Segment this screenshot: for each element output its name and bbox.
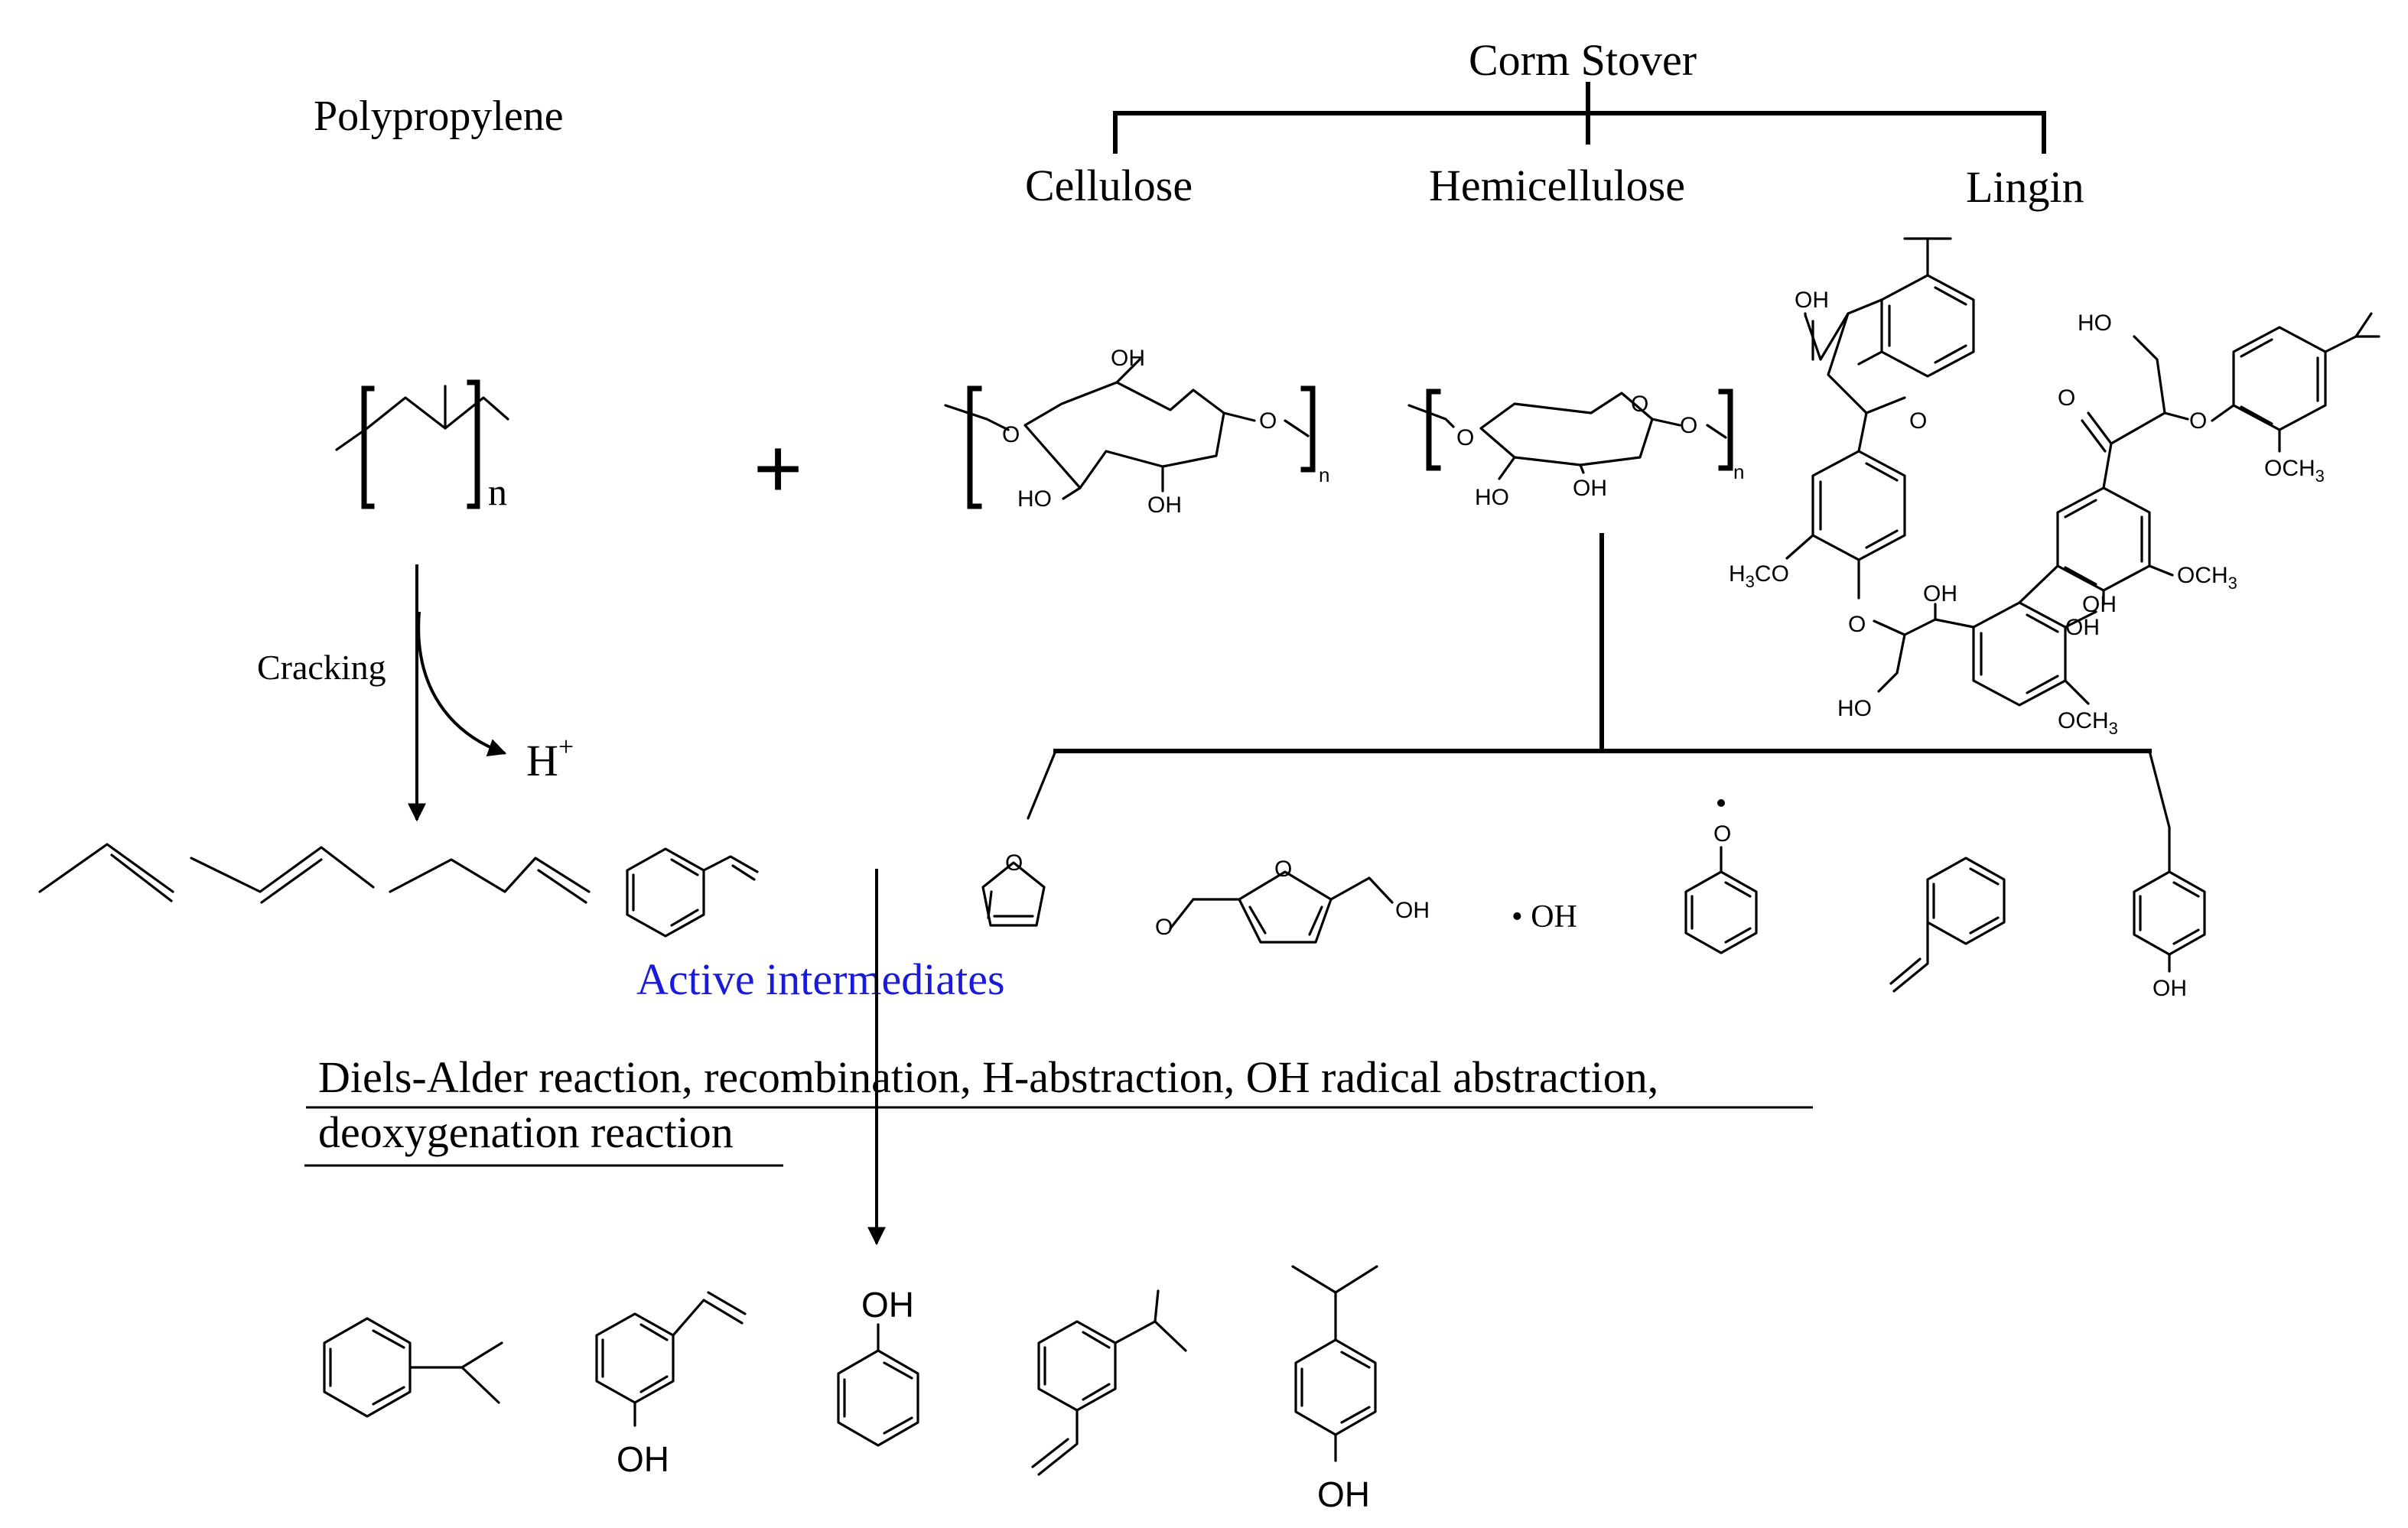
atom-oh: OH xyxy=(861,1285,914,1325)
reactions-text-line1: Diels-Alder reaction, recombination, H-a… xyxy=(318,1052,1658,1102)
furan-molecule: O xyxy=(981,850,1046,927)
atom-o: O xyxy=(1680,413,1697,438)
atom-och3: OCH3 xyxy=(2264,456,2325,486)
intermediate-branch xyxy=(1027,533,2171,829)
cumene-product xyxy=(323,1317,503,1418)
atom-oh: OH xyxy=(2082,592,2117,617)
polypropylene-label: Polypropylene xyxy=(314,93,564,140)
atom-oh: OH xyxy=(1147,493,1182,518)
4-isopropylphenol-product: OH xyxy=(1291,1265,1378,1514)
atom-oh: OH xyxy=(1395,898,1430,923)
atom-h3co: H3CO xyxy=(1729,561,1789,591)
propene-molecule xyxy=(38,843,174,902)
3-isopropylstyrene-product xyxy=(1031,1289,1187,1476)
cellulose-structure: O OH HO OH O n xyxy=(944,346,1329,518)
oh-radical-label: • OH xyxy=(1512,899,1577,935)
atom-ho: HO xyxy=(2078,310,2112,336)
hmf-molecule: O O OH xyxy=(1155,857,1430,944)
corn-stover-label: Corm Stover xyxy=(1469,35,1697,85)
atom-o: O xyxy=(2058,385,2075,411)
atom-o: O xyxy=(1155,915,1173,940)
repeat-unit-n: n xyxy=(488,470,507,513)
atom-och3: OCH3 xyxy=(2058,708,2118,738)
styrene-molecule xyxy=(626,847,759,938)
atom-oh: OH xyxy=(1111,346,1145,371)
atom-ho: HO xyxy=(1017,486,1052,512)
plus-sign: + xyxy=(753,421,802,515)
atom-oh: OH xyxy=(1795,288,1829,313)
atom-o: O xyxy=(1259,408,1277,434)
atom-o: O xyxy=(1909,408,1927,434)
3-vinylphenol-product: OH xyxy=(595,1291,747,1479)
vinylphenol-intermediate-molecule: OH xyxy=(2133,826,2206,1001)
atom-ho: HO xyxy=(1475,485,1509,510)
pentene-molecule xyxy=(389,857,591,904)
styrene-intermediate-molecule xyxy=(1889,857,2006,993)
cracking-arrow xyxy=(408,564,507,822)
reactions-text-line2: deoxygenation reaction xyxy=(318,1107,734,1157)
repeat-n: n xyxy=(1319,463,1329,486)
atom-oh: OH xyxy=(1573,476,1607,501)
atom-oh: OH xyxy=(2153,976,2187,1001)
cracking-label: Cracking xyxy=(257,648,386,687)
atom-oh: OH xyxy=(617,1439,669,1479)
atom-ho: HO xyxy=(1837,696,1872,721)
phenoxy-radical-molecule: O xyxy=(1684,799,1758,954)
repeat-n: n xyxy=(1733,460,1744,483)
hemicellulose-structure: O HO OH O O n xyxy=(1407,389,1744,510)
atom-o: O xyxy=(1456,425,1474,450)
atom-o: O xyxy=(1848,612,1866,637)
atom-o: O xyxy=(1274,857,1292,882)
atom-o: O xyxy=(1005,850,1023,876)
phenol-product: OH xyxy=(837,1285,919,1447)
atom-o: O xyxy=(2189,408,2207,434)
polypropylene-structure: n xyxy=(335,379,509,513)
atom-oh: OH xyxy=(1317,1474,1370,1514)
lignin-structure: O OH H3CO O OH HO OH OCH3 OH OCH3 xyxy=(1729,237,2380,738)
atom-oh: OH xyxy=(1923,581,1957,606)
proton-label: H+ xyxy=(526,731,574,785)
atom-och3: OCH3 xyxy=(2177,563,2237,593)
atom-oh: OH xyxy=(2065,615,2100,640)
atom-o: O xyxy=(1631,392,1648,417)
atom-o: O xyxy=(1713,821,1731,847)
hemicellulose-label: Hemicellulose xyxy=(1429,161,1685,210)
active-intermediates-label: Active intermediates xyxy=(636,954,1005,1004)
butene-molecule xyxy=(190,846,375,904)
atom-o: O xyxy=(1002,422,1020,447)
lignin-label: Lingin xyxy=(1966,162,2084,212)
corn-stover-tree xyxy=(1113,82,2046,154)
cellulose-label: Cellulose xyxy=(1025,161,1193,210)
